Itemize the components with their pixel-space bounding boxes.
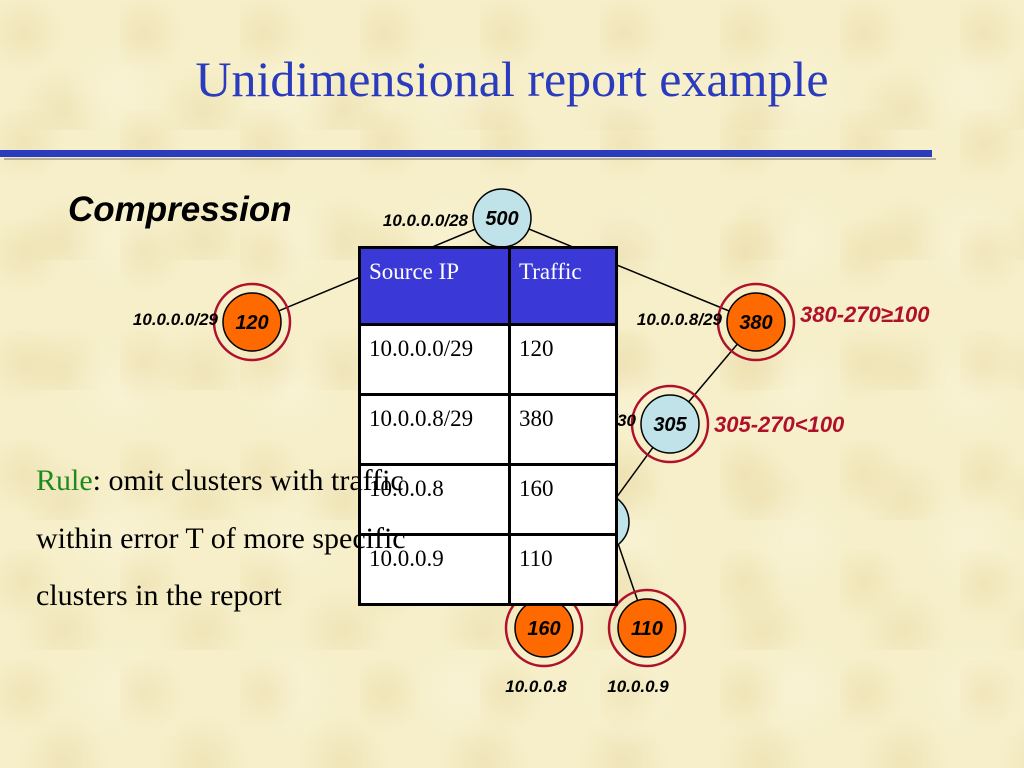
node-right-prefix: 10.0.0.8/29 bbox=[637, 310, 723, 329]
node-leaf2-prefix: 10.0.0.9 bbox=[607, 677, 669, 696]
node-leaf2-value: 110 bbox=[631, 618, 663, 640]
table-row: 10.0.0.8/29 380 bbox=[358, 393, 618, 466]
node-right-circle bbox=[726, 292, 786, 352]
node-mid-ring bbox=[630, 384, 710, 464]
node-leaf1-value: 160 bbox=[527, 618, 560, 640]
rule-text: Rule: omit clusters with traffic within … bbox=[36, 452, 466, 625]
node-left-circle bbox=[222, 292, 282, 352]
report-header-row: Source IP Traffic bbox=[358, 246, 618, 326]
cell-source-ip: 10.0.0.0/29 bbox=[358, 323, 511, 396]
node-left: 120 10.0.0.0/29 bbox=[133, 282, 292, 362]
node-leaf1-prefix: 10.0.0.8 bbox=[505, 677, 567, 696]
cell-traffic: 160 bbox=[508, 463, 618, 536]
node-left-prefix: 10.0.0.0/29 bbox=[133, 310, 219, 329]
cell-source-ip: 10.0.0.8 bbox=[358, 463, 511, 536]
report-table: Source IP Traffic 10.0.0.0/29 120 10.0.0… bbox=[358, 246, 618, 606]
node-right-ring bbox=[716, 282, 796, 362]
node-mid-value: 305 bbox=[653, 414, 687, 436]
title-underline-shadow bbox=[4, 158, 936, 160]
node-leaf1: 160 10.0.0.8 bbox=[504, 588, 584, 696]
rule-keyword: Rule bbox=[36, 464, 93, 497]
table-row: 10.0.0.8 160 bbox=[358, 463, 618, 536]
node-mid-circle bbox=[640, 394, 700, 454]
cell-traffic: 110 bbox=[508, 533, 618, 606]
node-right-value: 380 bbox=[739, 312, 772, 334]
node-mid-annotation: 305-270<100 bbox=[714, 412, 845, 437]
cell-traffic: 120 bbox=[508, 323, 618, 396]
table-row: 10.0.0.9 110 bbox=[358, 533, 618, 606]
cell-source-ip: 10.0.0.8/29 bbox=[358, 393, 511, 466]
node-root: 500 10.0.0.0/28 bbox=[383, 188, 532, 248]
node-leaf2-circle bbox=[617, 598, 677, 658]
table-row: 10.0.0.0/29 120 bbox=[358, 323, 618, 396]
slide-title: Unidimensional report example bbox=[195, 51, 829, 107]
node-root-prefix: 10.0.0.0/28 bbox=[383, 211, 469, 230]
section-subtitle: Compression bbox=[68, 190, 292, 229]
cell-traffic: 380 bbox=[508, 393, 618, 466]
header-traffic: Traffic bbox=[508, 246, 618, 326]
node-leaf2-ring bbox=[607, 588, 687, 668]
rule-body: : omit clusters with traffic within erro… bbox=[36, 464, 406, 612]
header-source-ip: Source IP bbox=[358, 246, 511, 326]
title-underline bbox=[0, 150, 932, 157]
node-left-value: 120 bbox=[235, 312, 268, 334]
node-right: 380 10.0.0.8/29 380-270≥100 bbox=[637, 282, 930, 362]
edge-root-right bbox=[501, 217, 757, 323]
node-leaf2: 110 10.0.0.9 bbox=[607, 588, 687, 696]
node-left-ring bbox=[212, 282, 292, 362]
node-root-value: 500 bbox=[485, 208, 518, 230]
node-right-annotation: 380-270≥100 bbox=[800, 302, 930, 327]
cell-source-ip: 10.0.0.9 bbox=[358, 533, 511, 606]
